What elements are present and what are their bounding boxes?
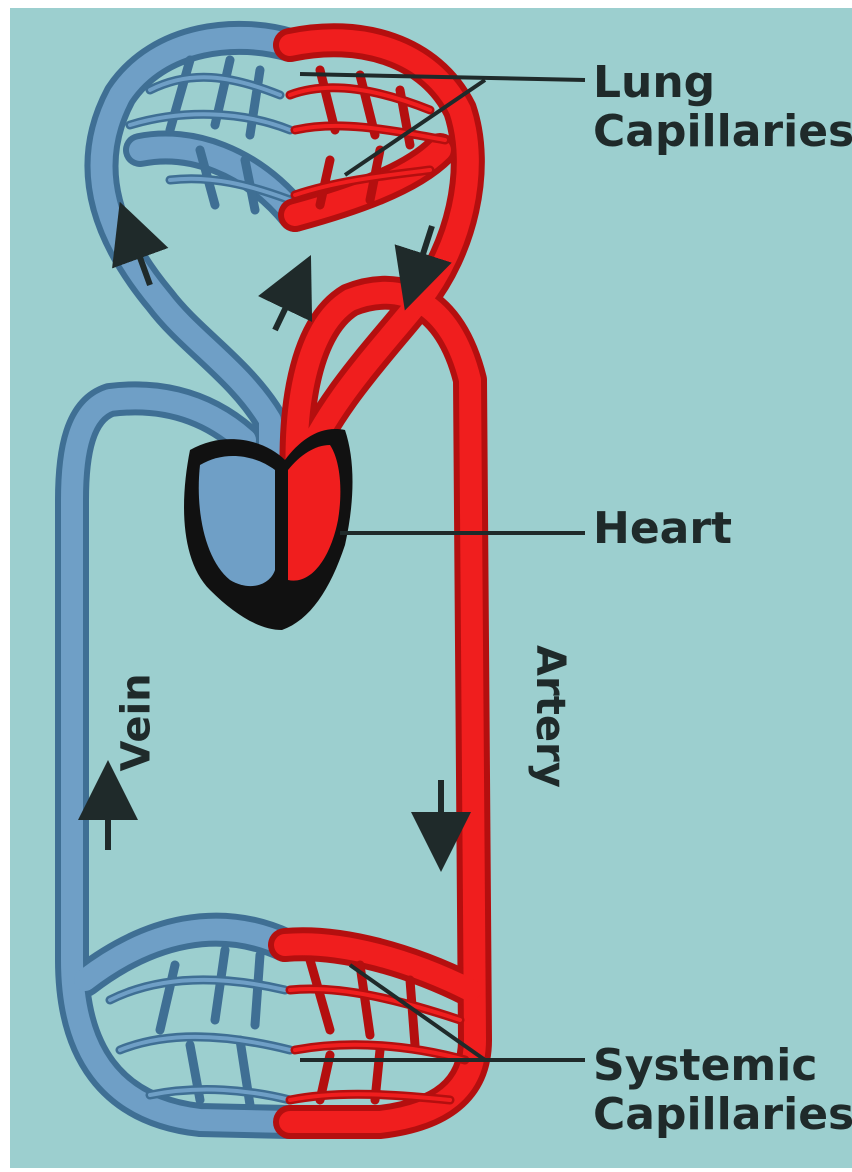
systemic-capillaries-label: Systemic Capillaries [593,1041,852,1140]
lung-label-line2: Capillaries [593,107,852,156]
vein-label: Vein [115,673,160,771]
heart-label: Heart [593,504,732,553]
artery-label: Artery [527,645,572,788]
systemic-label-line2: Capillaries [593,1090,852,1139]
lung-label-line1: Lung [593,58,852,107]
systemic-label-line1: Systemic [593,1041,852,1090]
lung-capillaries-label: Lung Capillaries [593,58,852,157]
